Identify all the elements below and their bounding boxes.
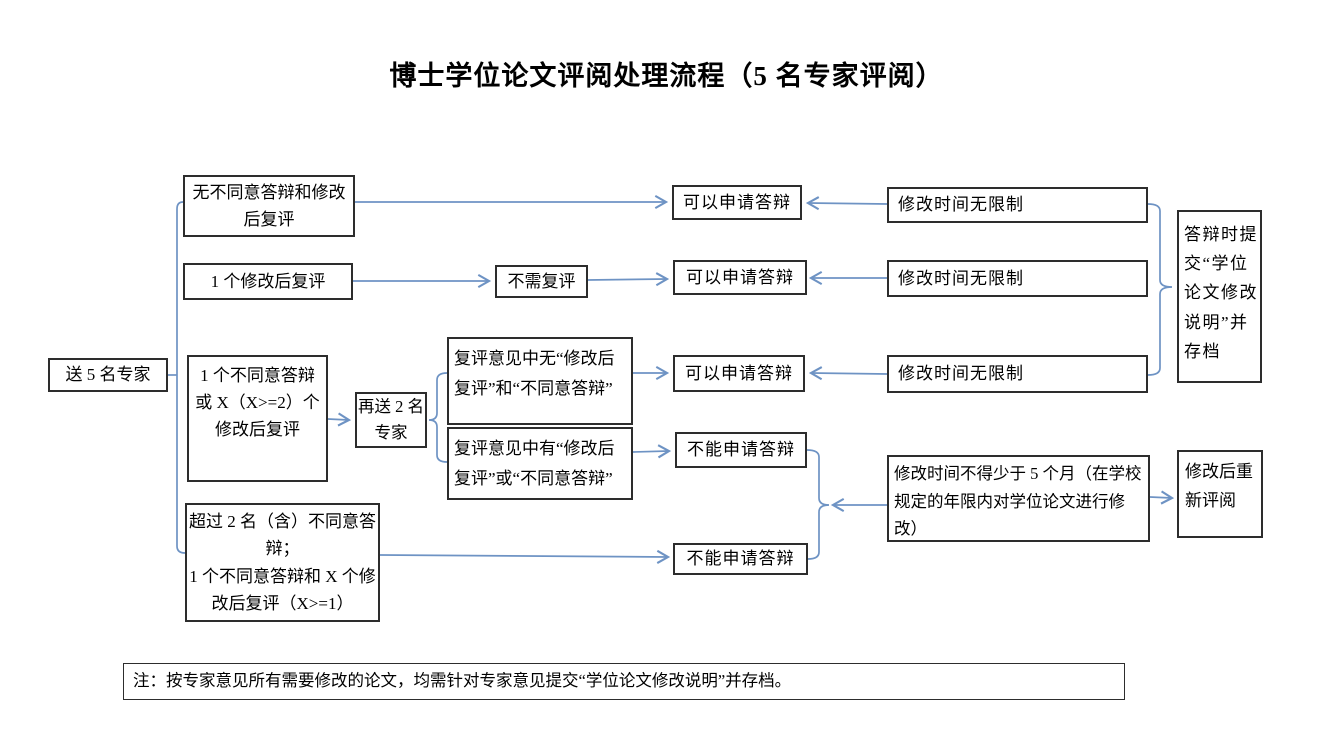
box-one-revision: 1 个修改后复评	[183, 263, 353, 300]
box-no-rereview-needed: 不需复评	[495, 265, 588, 298]
arrow-time3-to-can3	[808, 366, 888, 381]
box-over-two-disagree: 超过 2 名（含）不同意答 辩； 1 个不同意答辩和 X 个修 改后复评（X>=…	[185, 503, 380, 622]
box-label: 可以申请答辩	[685, 363, 793, 383]
arrow-overtwo-to-cannot2	[379, 549, 671, 564]
box-line: 答辩时提	[1184, 225, 1258, 244]
box-line: 复评意见中无“修改后	[454, 349, 615, 368]
box-can-apply-defense-2: 可以申请答辩	[673, 260, 807, 295]
box-line: 存档	[1184, 341, 1221, 361]
box-label: 修改时间无限制	[898, 195, 1024, 215]
box-label: 修改时间无限制	[898, 268, 1024, 288]
box-cannot-apply-defense-2: 不能申请答辩	[673, 543, 808, 575]
box-line: 改后复评（X>=1）	[211, 593, 354, 613]
box-line: 交“学位	[1184, 254, 1249, 274]
box-line: 辩；	[265, 539, 300, 559]
brace-resend-split	[428, 372, 448, 463]
box-line: 修改后复评	[215, 420, 300, 440]
arrow-reviewhas-to-cannot1	[632, 444, 672, 459]
box-line: 论文修改	[1184, 283, 1258, 303]
connector-left-trunk	[176, 201, 186, 554]
box-line: 修改时间不得少于 5 个月（在学校	[894, 464, 1142, 483]
box-line: 后复评	[243, 210, 295, 229]
box-send-5-experts: 送 5 名专家	[48, 358, 168, 392]
footnote-text: 注：按专家意见所有需要修改的论文，均需针对专家意见提交“学位论文修改说明”并存档…	[133, 671, 792, 691]
arrow-fivemonths-to-rereview	[1149, 490, 1175, 505]
box-resend-2-experts: 再送 2 名 专家	[355, 392, 427, 448]
box-label: 1 个修改后复评	[210, 271, 326, 291]
box-label: 修改时间无限制	[898, 364, 1024, 384]
box-can-apply-defense-3: 可以申请答辩	[673, 355, 805, 392]
box-label: 可以申请答辩	[683, 192, 791, 212]
box-time-unlimited-3: 修改时间无限制	[887, 355, 1148, 393]
box-line: 再送 2 名	[358, 396, 424, 416]
box-line: 无不同意答辩和修改	[192, 182, 346, 202]
box-rereview-no-terms: 复评意见中无“修改后 复评”和“不同意答辩”	[447, 337, 633, 425]
box-label: 不需复评	[507, 271, 576, 291]
box-line: 专家	[374, 423, 408, 442]
brace-cannot-group	[806, 449, 830, 560]
arrow-disagree-to-resend	[327, 412, 352, 427]
box-line: 规定的年限内对学位论文进行修	[894, 491, 1125, 511]
box-label: 不能申请答辩	[687, 440, 795, 460]
box-line: 1 个不同意答辩和 X 个修	[189, 566, 376, 586]
box-time-unlimited-1: 修改时间无限制	[887, 187, 1148, 223]
box-can-apply-defense-1: 可以申请答辩	[672, 185, 802, 220]
box-line: 新评阅	[1185, 490, 1236, 510]
box-line: 超过 2 名（含）不同意答	[189, 512, 376, 532]
page-title: 博士学位论文评阅处理流程（5 名专家评阅）	[389, 61, 944, 91]
box-cannot-apply-defense-1: 不能申请答辩	[675, 432, 807, 468]
box-no-disagree-no-revision: 无不同意答辩和修改 后复评	[183, 175, 355, 237]
box-one-disagree-or-x-revision: 1 个不同意答辩 或 X（X>=2）个 修改后复评	[187, 355, 328, 482]
box-rereview-has-terms: 复评意见中有“修改后 复评”或“不同意答辩”	[447, 427, 633, 500]
box-label: 不能申请答辩	[686, 549, 795, 569]
box-line: 说明”并	[1184, 312, 1249, 332]
box-line: 复评”和“不同意答辩”	[454, 378, 613, 398]
footnote: 注：按专家意见所有需要修改的论文，均需针对专家意见提交“学位论文修改说明”并存档…	[123, 663, 1125, 700]
arrow-norereview-to-can2	[587, 272, 670, 287]
box-line: 复评意见中有“修改后	[454, 439, 615, 458]
box-line: 改）	[894, 519, 927, 539]
box-time-unlimited-2: 修改时间无限制	[887, 260, 1148, 297]
box-line: 修改后重	[1185, 462, 1253, 481]
box-label: 可以申请答辩	[686, 267, 794, 287]
brace-times-to-archive	[1147, 203, 1173, 376]
box-line: 复评”或“不同意答辩”	[454, 468, 613, 488]
box-submit-revision-note-archive: 答辩时提 交“学位 论文修改 说明”并 存档	[1177, 210, 1262, 383]
box-line: 或 X（X>=2）个	[195, 393, 320, 413]
box-line: 1 个不同意答辩	[200, 366, 315, 385]
box-rereview-after-revision: 修改后重 新评阅	[1177, 450, 1263, 538]
box-five-months-minimum: 修改时间不得少于 5 个月（在学校 规定的年限内对学位论文进行修 改）	[887, 455, 1150, 542]
arrow-time1-to-can1	[805, 196, 888, 211]
box-label: 送 5 名专家	[65, 365, 151, 385]
